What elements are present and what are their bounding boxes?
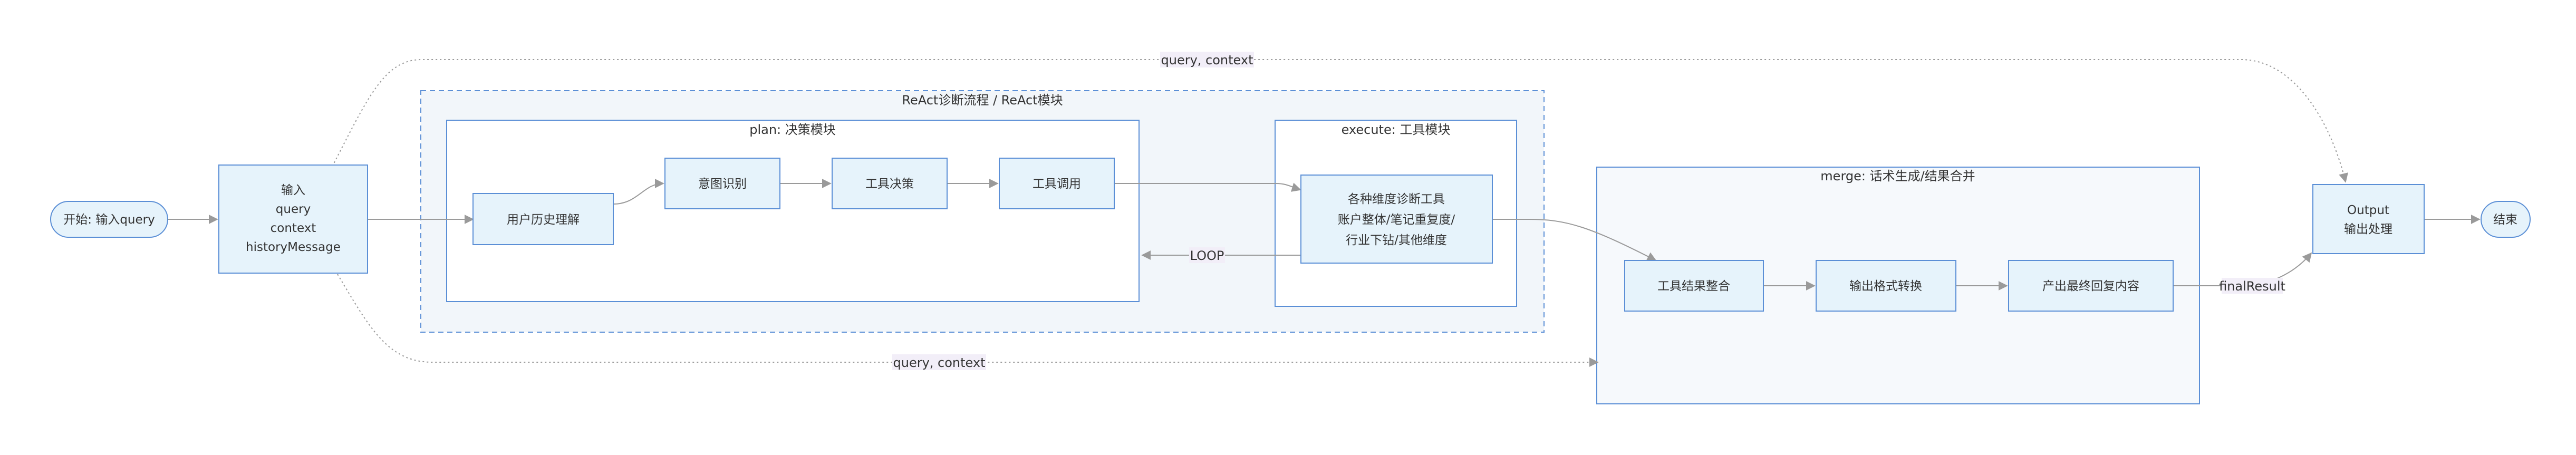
execute-cluster-title: execute: 工具模块 [1342, 122, 1451, 137]
edge-bottom-query-context [337, 274, 1599, 367]
svg-text:context: context [271, 221, 316, 235]
edge-history-intent [613, 179, 664, 205]
svg-text:historyMessage: historyMessage [246, 240, 341, 254]
edge-diagnose-integrate [1492, 219, 1657, 261]
svg-text:结束: 结束 [2493, 213, 2517, 227]
edge-label-loop: LOOP [1189, 247, 1225, 263]
svg-text:行业下钻/其他维度: 行业下钻/其他维度 [1346, 234, 1447, 247]
input-node: 输入 query context historyMessage [218, 164, 368, 274]
call-node: 工具调用 [999, 158, 1115, 209]
merge-cluster-title: merge: 话术生成/结果合并 [1820, 169, 1975, 183]
decision-node: 工具决策 [832, 158, 948, 209]
svg-text:query, context: query, context [893, 355, 986, 370]
edge-label-bottom: query, context [892, 354, 986, 370]
react-cluster-title: ReAct诊断流程 / ReAct模块 [902, 93, 1063, 108]
svg-text:账户整体/笔记重复度/: 账户整体/笔记重复度/ [1338, 213, 1455, 227]
end-node: 结束 [2481, 201, 2531, 238]
svg-text:finalResult: finalResult [2219, 279, 2285, 294]
svg-text:输入: 输入 [281, 183, 305, 197]
svg-text:LOOP: LOOP [1190, 248, 1224, 263]
svg-text:各种维度诊断工具: 各种维度诊断工具 [1348, 192, 1445, 206]
output-node: Output 输出处理 [2312, 184, 2425, 254]
diagnose-node: 各种维度诊断工具 账户整体/笔记重复度/ 行业下钻/其他维度 [1300, 175, 1493, 264]
edge-label-final: finalResult [2219, 278, 2285, 294]
integrate-node: 工具结果整合 [1624, 260, 1764, 312]
svg-text:Output: Output [2347, 204, 2389, 217]
svg-text:工具决策: 工具决策 [865, 177, 914, 191]
format-node: 输出格式转换 [1816, 260, 1956, 312]
svg-text:工具调用: 工具调用 [1033, 177, 1081, 191]
svg-text:开始: 输入query: 开始: 输入query [63, 213, 155, 227]
edge-label-top: query, context [1160, 52, 1254, 67]
start-node: 开始: 输入query [50, 201, 168, 238]
history-node: 用户历史理解 [472, 193, 614, 245]
svg-text:query: query [276, 202, 311, 216]
svg-text:用户历史理解: 用户历史理解 [507, 213, 580, 227]
produce-node: 产出最终回复内容 [2008, 260, 2174, 312]
svg-text:意图识别: 意图识别 [698, 177, 747, 191]
svg-text:输出格式转换: 输出格式转换 [1849, 279, 1922, 293]
plan-cluster-title: plan: 决策模块 [749, 122, 836, 137]
intent-node: 意图识别 [664, 158, 780, 209]
svg-text:query, context: query, context [1161, 53, 1253, 67]
svg-text:产出最终回复内容: 产出最终回复内容 [2042, 279, 2139, 293]
svg-text:输出处理: 输出处理 [2344, 222, 2392, 236]
svg-text:工具结果整合: 工具结果整合 [1657, 279, 1730, 293]
edge-call-diagnose [1114, 182, 1301, 192]
